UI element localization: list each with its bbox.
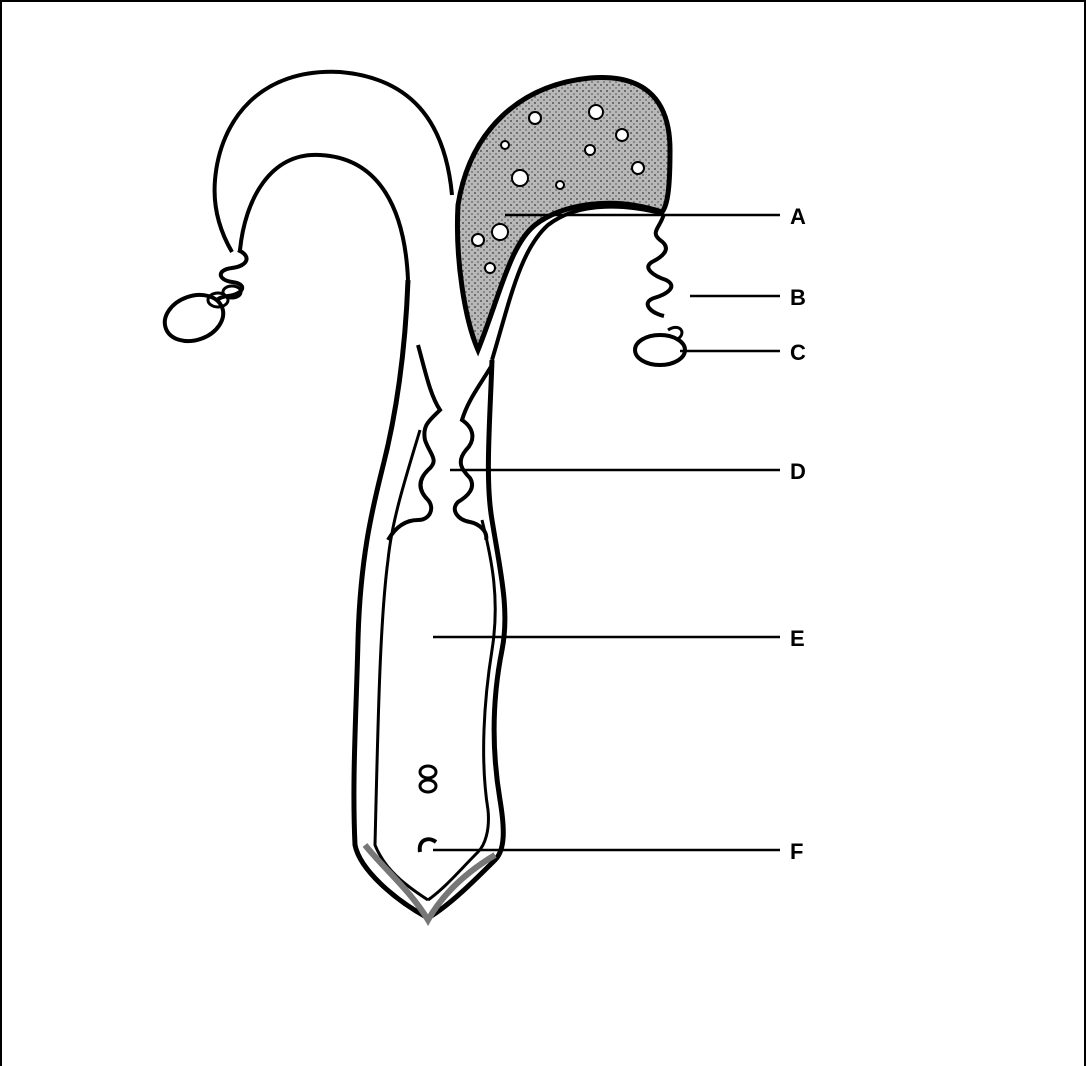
body-inner-right — [428, 520, 495, 900]
label-f: F — [790, 841, 803, 863]
label-e: E — [790, 628, 805, 650]
label-b: B — [790, 287, 806, 309]
label-c: C — [790, 342, 806, 364]
left-horn-inner — [240, 155, 408, 280]
embryo-mark — [420, 766, 436, 792]
right-coiled-tube — [648, 214, 672, 316]
label-d: D — [790, 461, 806, 483]
left-horn-outer — [215, 72, 452, 252]
body-inner-left — [375, 430, 428, 900]
label-a: A — [790, 206, 806, 228]
body-outer-left — [354, 280, 428, 918]
